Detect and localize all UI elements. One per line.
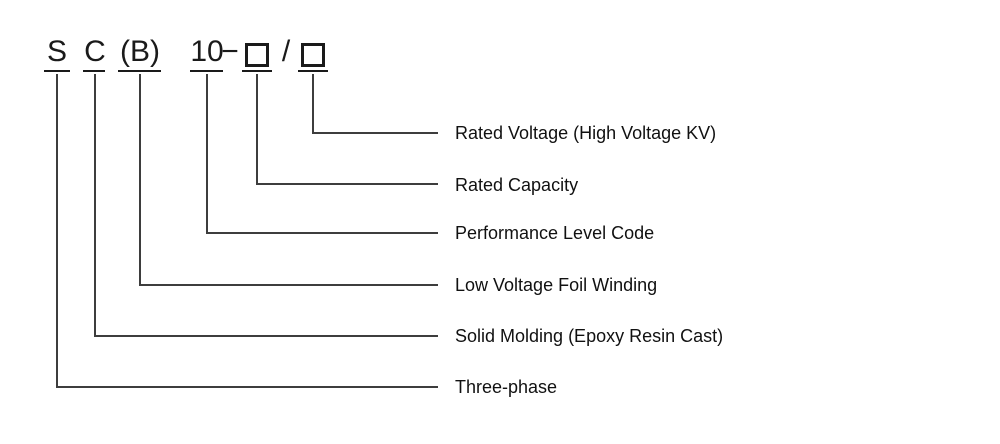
underline-b-paren <box>118 70 161 72</box>
leader-line-rated-voltage <box>312 74 438 134</box>
label-foil-winding: Low Voltage Foil Winding <box>455 275 658 295</box>
leader-line-three-phase <box>56 74 438 388</box>
label-rated-voltage: Rated Voltage (High Voltage KV) <box>455 123 717 143</box>
label-three-phase: Three-phase <box>455 377 558 397</box>
label-solid-molding: Solid Molding (Epoxy Resin Cast) <box>455 326 724 346</box>
capacity-placeholder-box-icon <box>245 43 269 67</box>
underline-box1 <box>242 70 272 72</box>
code-char-10: 10 <box>190 35 224 68</box>
underline-box2 <box>298 70 328 72</box>
underline-10 <box>190 70 223 72</box>
code-char-c: C <box>84 35 106 68</box>
leader-line-foil-winding <box>139 74 438 286</box>
code-char-s: S <box>46 35 68 68</box>
leader-line-solid-molding <box>94 74 438 337</box>
dash-separator: − <box>221 35 239 68</box>
leader-line-performance-level <box>206 74 438 234</box>
underline-s <box>44 70 70 72</box>
code-char-b-paren: (B) <box>120 35 160 68</box>
leader-line-rated-capacity <box>256 74 438 185</box>
slash-separator: / <box>281 35 291 68</box>
underline-c <box>83 70 105 72</box>
voltage-placeholder-box-icon <box>301 43 325 67</box>
label-rated-capacity: Rated Capacity <box>455 175 579 195</box>
label-performance-level: Performance Level Code <box>455 223 655 243</box>
